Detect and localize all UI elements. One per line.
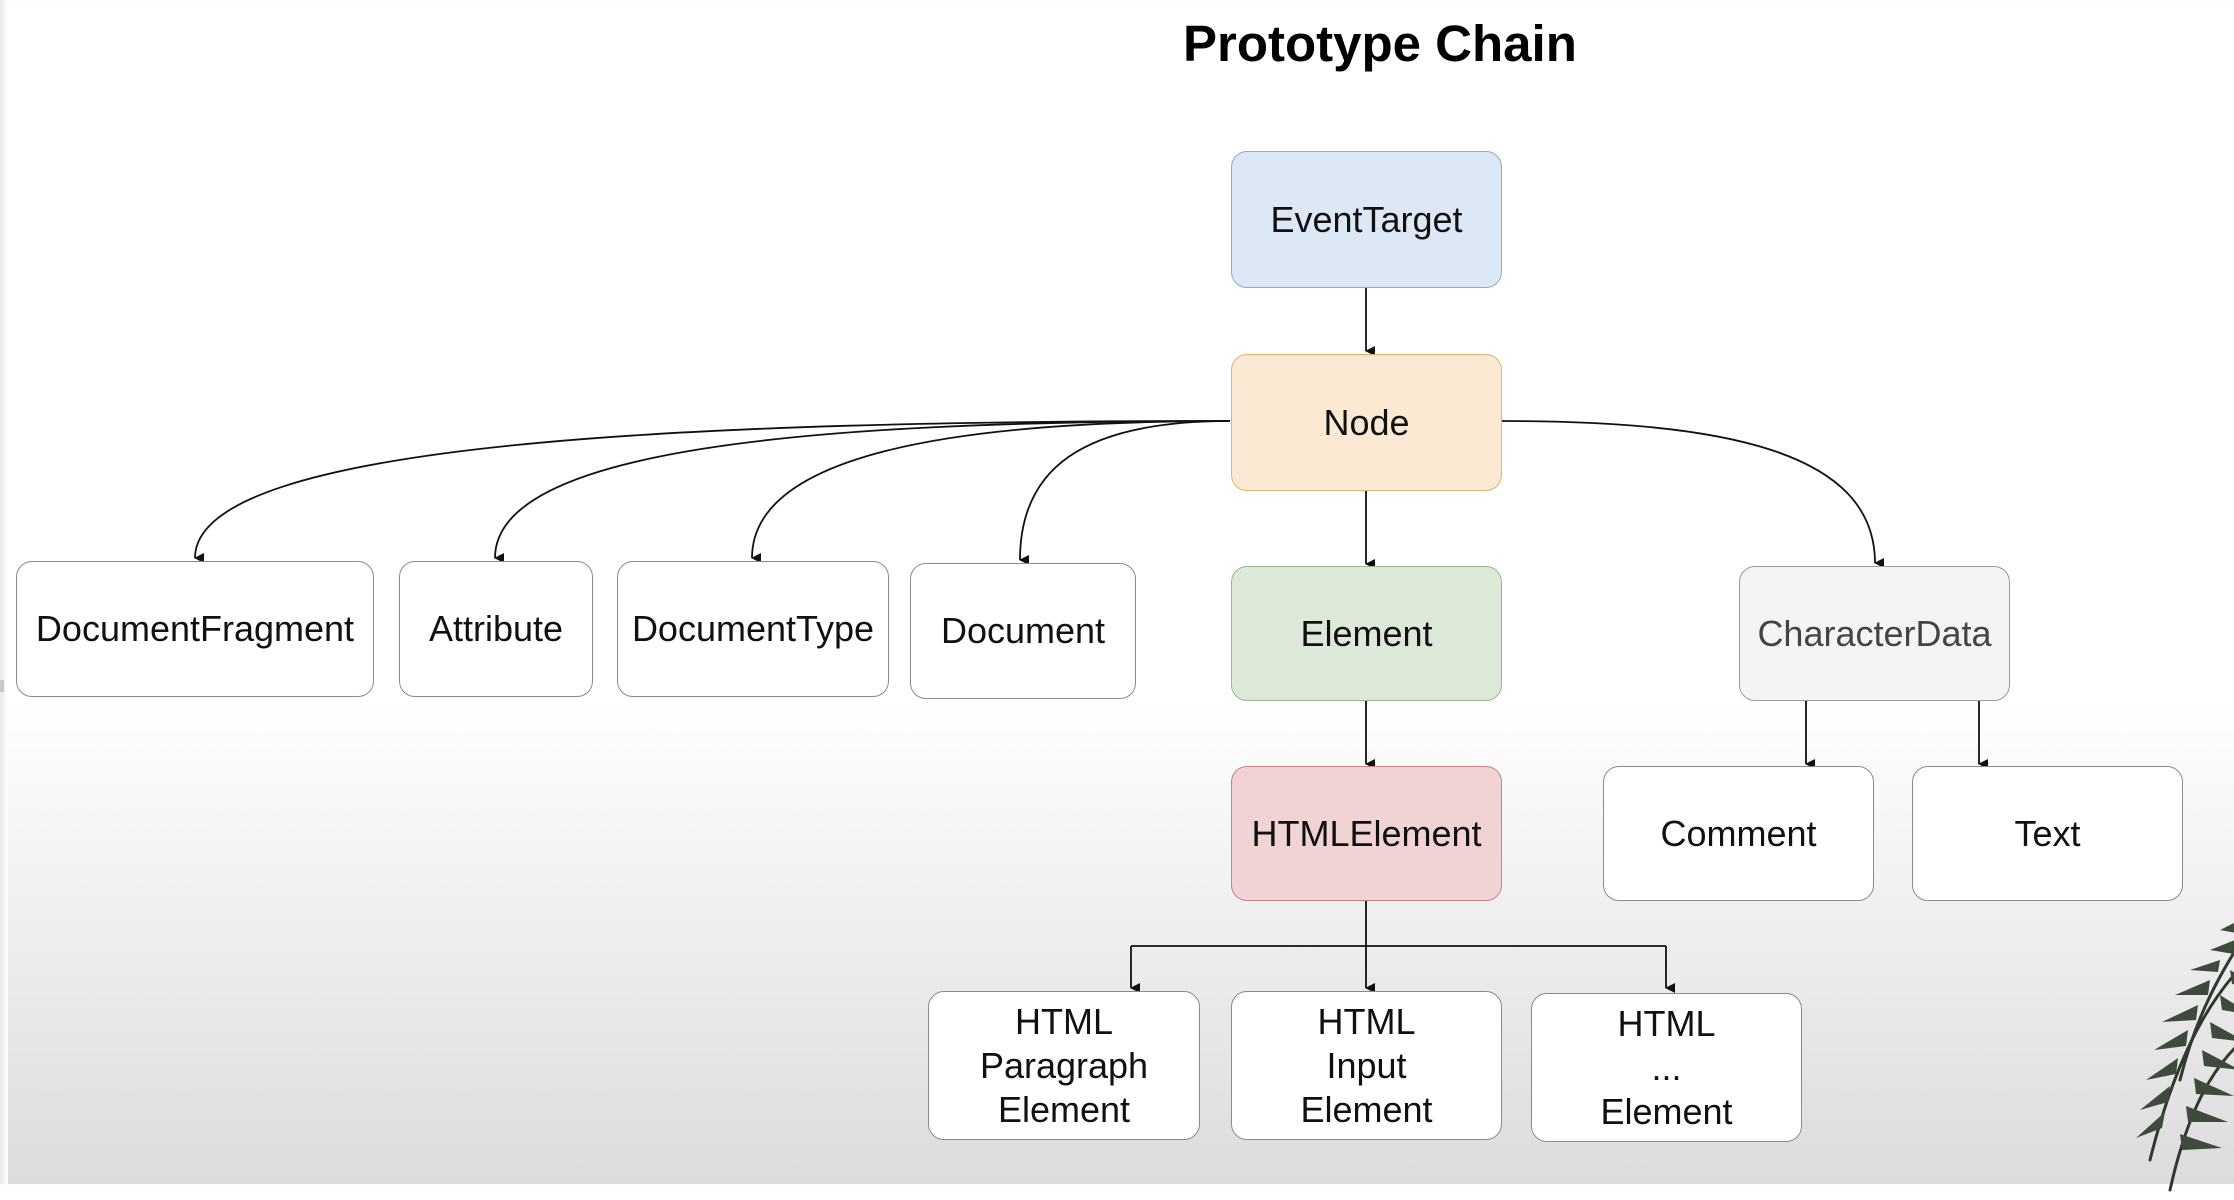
node-documentfragment-label: DocumentFragment <box>35 608 355 649</box>
node-attribute: Attribute <box>399 561 593 697</box>
node-htmlinputelement-label: HTML Input Element <box>1300 1000 1433 1130</box>
arrow-node-document <box>1019 420 1231 566</box>
node-element-label: Element <box>1300 612 1433 654</box>
diagram-title: Prototype Chain <box>1183 15 1577 72</box>
node-attribute-label: Attribute <box>428 608 564 649</box>
node-comment: Comment <box>1603 766 1874 901</box>
arrow-node-documenttype <box>751 420 1231 564</box>
node-comment-label: Comment <box>1660 812 1817 854</box>
palm-plant-decoration <box>2136 923 2234 1192</box>
node-htmlparagraphelement: HTML Paragraph Element <box>928 991 1200 1140</box>
arrow-node-attribute <box>494 420 1231 564</box>
node-htmlotherelement-label: HTML ... Element <box>1600 1002 1733 1132</box>
node-characterdata: CharacterData <box>1739 566 2010 701</box>
node-htmlotherelement: HTML ... Element <box>1531 993 1802 1142</box>
node-documenttype: DocumentType <box>617 561 889 697</box>
node-htmlelement-label: HTMLElement <box>1251 812 1482 854</box>
node-node: Node <box>1231 354 1502 491</box>
node-eventtarget: EventTarget <box>1231 151 1502 288</box>
node-text: Text <box>1912 766 2183 901</box>
node-element: Element <box>1231 566 1502 701</box>
node-htmlelement: HTMLElement <box>1231 766 1502 901</box>
left-edge-shadow <box>0 0 8 1184</box>
arrow-node-characterdata <box>1501 420 1885 568</box>
node-text-label: Text <box>2014 812 2081 854</box>
node-documenttype-label: DocumentType <box>631 608 875 649</box>
node-node-label: Node <box>1323 401 1410 443</box>
node-documentfragment: DocumentFragment <box>16 561 374 697</box>
edge-mark <box>0 680 4 692</box>
arrow-node-documentfragment <box>194 420 1231 564</box>
node-eventtarget-label: EventTarget <box>1270 198 1463 240</box>
node-document-label: Document <box>940 610 1106 651</box>
node-characterdata-label: CharacterData <box>1757 612 1992 654</box>
node-document: Document <box>910 563 1136 699</box>
node-htmlparagraphelement-label: HTML Paragraph Element <box>979 1000 1149 1130</box>
node-htmlinputelement: HTML Input Element <box>1231 991 1502 1140</box>
